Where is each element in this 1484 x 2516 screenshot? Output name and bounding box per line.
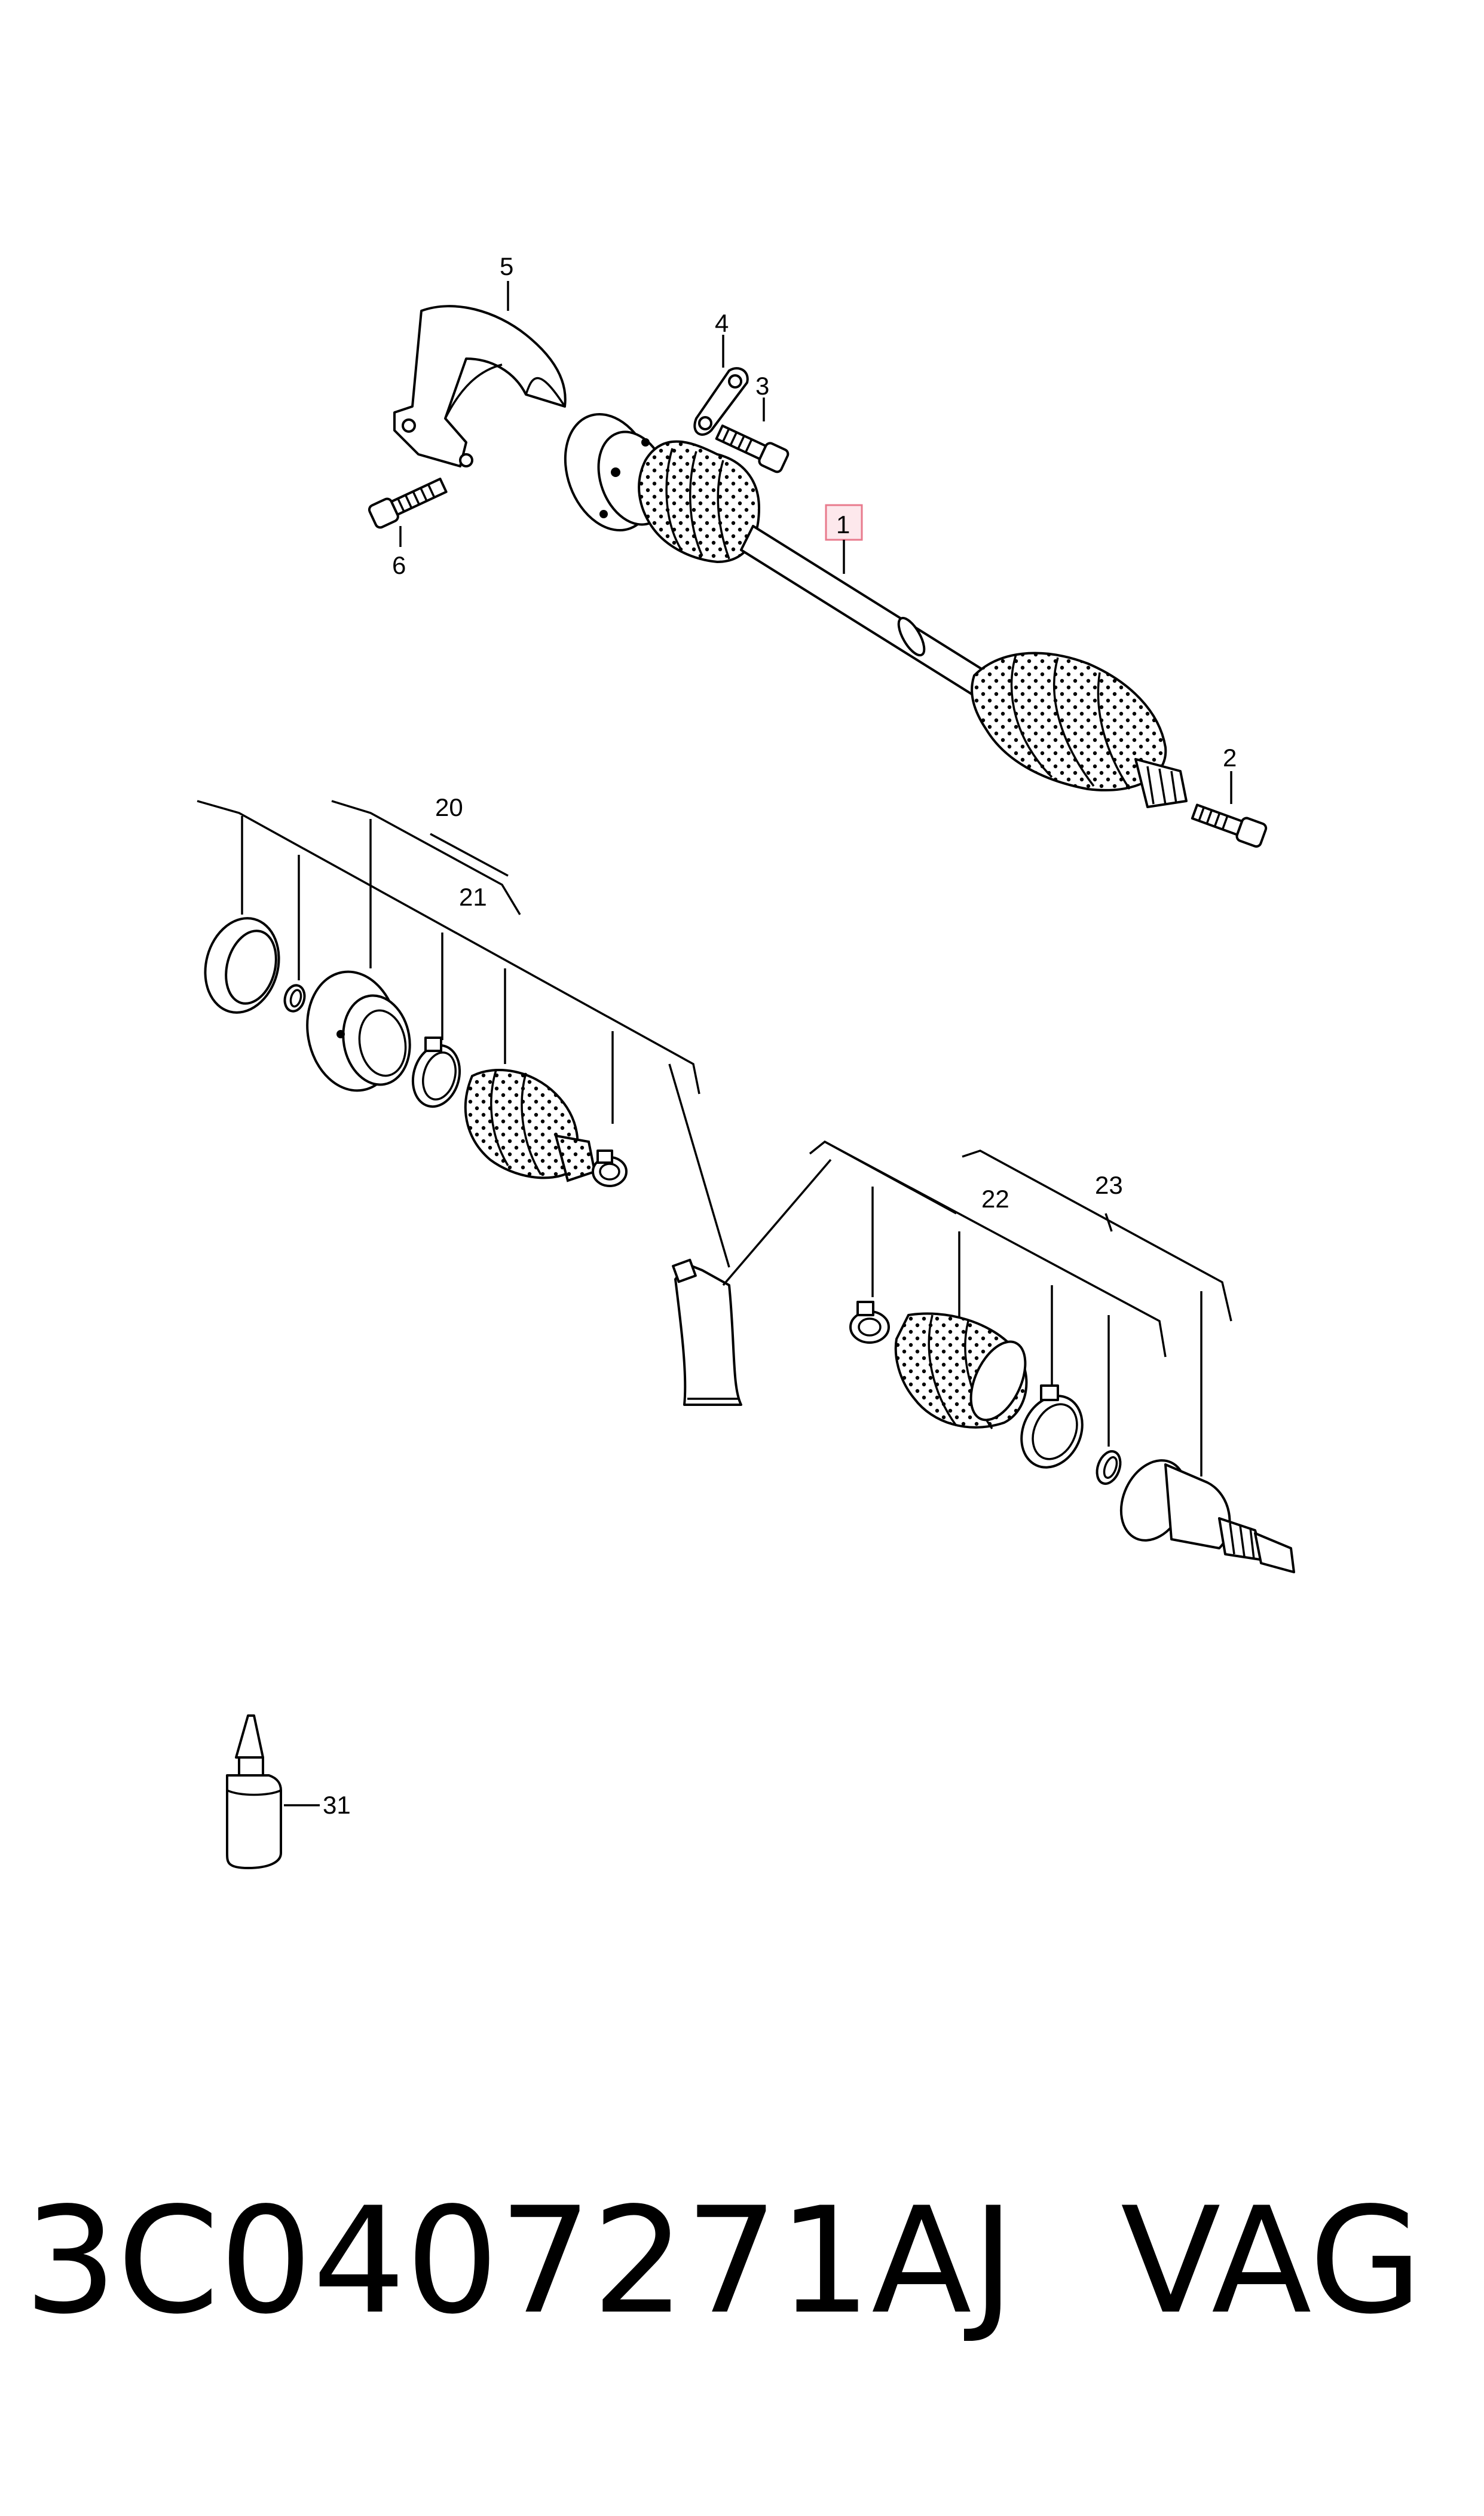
- bracket-22: [809, 1140, 1167, 1358]
- bracket-23: [962, 1150, 1232, 1322]
- lock-plate-part-4: [693, 367, 749, 436]
- callout-5: 5: [500, 252, 513, 280]
- bracket-21: [331, 800, 521, 915]
- circlip-inner: [283, 984, 306, 1013]
- hose-clamp-inner-large: [411, 1037, 461, 1108]
- bolt-part-3: [715, 424, 790, 473]
- hose-clamp-outer-small: [849, 1301, 890, 1344]
- circlip-outer: [1096, 1450, 1122, 1485]
- heat-shield-part-5: [393, 305, 567, 467]
- callout-1: 1: [836, 510, 850, 539]
- callout-31: 31: [323, 1791, 351, 1819]
- brand: VAG: [1121, 2176, 1423, 2346]
- inner-joint: [306, 970, 411, 1092]
- bolt-part-6: [368, 478, 448, 529]
- hose-clamp-outer-large: [1020, 1384, 1084, 1469]
- outer-joint: [1119, 1459, 1295, 1573]
- hose-clamp-inner-small: [592, 1150, 628, 1187]
- callout-3: 3: [755, 372, 769, 400]
- bracket-20: [197, 800, 700, 1095]
- part-number: 3C0407271AJ: [24, 2176, 1015, 2346]
- footer: 3C0407271AJ VAG: [24, 2176, 1470, 2355]
- grease-tube: [672, 1258, 742, 1406]
- inner-boot: [464, 1069, 596, 1182]
- sealant-bottle-part-31: [226, 1714, 282, 1869]
- outer-boot: [894, 1312, 1028, 1430]
- callout-4: 4: [715, 309, 729, 337]
- drive-shaft-part-1: [564, 413, 1188, 808]
- seal-ring: [204, 917, 280, 1014]
- bolt-part-2: [1191, 803, 1268, 848]
- callout-21: 21: [459, 883, 487, 911]
- callout-20: 20: [435, 793, 463, 821]
- callout-6: 6: [392, 551, 406, 579]
- callout-2: 2: [1223, 744, 1237, 772]
- callout-22: 22: [981, 1185, 1009, 1213]
- callout-23: 23: [1095, 1171, 1123, 1199]
